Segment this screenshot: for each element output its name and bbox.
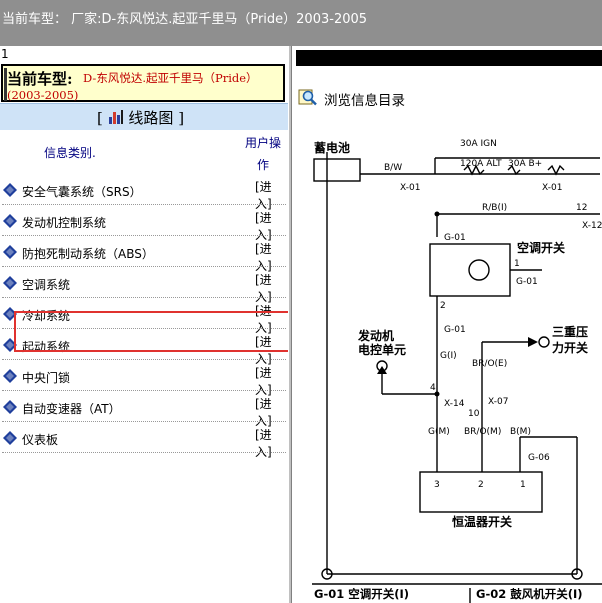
current-model-value: D-东风悦达.起亚千里马（Pride） — [83, 71, 258, 85]
diamond-bullet-icon — [3, 276, 17, 290]
row-divider — [2, 328, 286, 329]
label-wire-bm: B(M) — [510, 427, 531, 437]
label-conn-x14: X-14 — [444, 399, 465, 409]
label-ac-switch: 空调开关 — [517, 240, 565, 255]
row-divider — [2, 297, 286, 298]
system-name: 防抱死制动系统（ABS） — [22, 247, 154, 261]
label-pin-2b: 2 — [478, 480, 484, 490]
bracket-open: [ — [97, 109, 103, 127]
diamond-bullet-icon — [3, 338, 17, 352]
label-pin-4: 4 — [430, 383, 436, 393]
label-conn-g06: G-06 — [528, 453, 550, 463]
list-item[interactable]: 自动变速器（AT）[进入] — [0, 391, 288, 428]
box-marker — [4, 68, 7, 101]
list-item[interactable]: 安全气囊系统（SRS）[进入] — [0, 174, 288, 211]
title-bar: 当前车型： 厂家:D-东风悦达.起亚千里马（Pride）2003-2005 — [0, 0, 602, 46]
row-divider — [2, 266, 286, 267]
browse-search-icon — [298, 89, 317, 106]
label-pin-3: 3 — [434, 480, 440, 490]
row-divider — [2, 235, 286, 236]
label-ecu-2: 电控单元 — [358, 342, 406, 357]
left-pane[interactable]: 1 当前车型: D-东风悦达.起亚千里马（Pride） (2003-2005) … — [0, 46, 288, 603]
label-conn-g01b: G-01 — [516, 277, 538, 287]
label-thermostat: 恒温器开关 — [452, 514, 512, 529]
diamond-bullet-icon — [3, 183, 17, 197]
label-wire-gi: G(I) — [440, 351, 457, 361]
enter-link[interactable]: [进入] — [255, 428, 272, 459]
toolbar-strip — [296, 50, 602, 66]
system-name: 自动变速器（AT） — [22, 402, 121, 416]
row-divider — [2, 421, 286, 422]
system-name: 发动机控制系统 — [22, 216, 107, 230]
bracket-close: ] — [178, 109, 185, 127]
label-conn-x01b: X-01 — [542, 183, 562, 193]
list-item[interactable]: 防抱死制动系统（ABS）[进入] — [0, 236, 288, 273]
row-divider — [2, 452, 286, 453]
label-pin-1b: 1 — [520, 480, 526, 490]
label-conn-x07: X-07 — [488, 397, 508, 407]
bar-chart-icon — [108, 110, 123, 124]
current-model-label: 当前车型: — [7, 70, 73, 88]
label-conn-g01: G-01 — [444, 233, 466, 243]
list-item[interactable]: 发动机控制系统[进入] — [0, 205, 288, 242]
system-name: 安全气囊系统（SRS） — [22, 185, 142, 199]
label-pin-10: 10 — [468, 409, 480, 419]
section-header: [ 线路图 ] — [0, 103, 288, 130]
label-wire-brom: BR/O(M) — [464, 427, 501, 437]
label-ecu-1: 发动机 — [357, 328, 394, 343]
label-connector-1: G-01 空调开关(I) — [314, 587, 409, 601]
label-conn-x01: X-01 — [400, 183, 420, 193]
section-title: 线路图 — [128, 109, 174, 127]
wiring-diagram: 蓄电池 30A IGN 120A ALT 30A B+ B/W X-01 X-0… — [312, 139, 602, 603]
window-title: 当前车型： 厂家:D-东风悦达.起亚千里马（Pride）2003-2005 — [2, 12, 368, 27]
list-item[interactable]: 中央门锁[进入] — [0, 360, 288, 397]
system-name: 空调系统 — [22, 278, 71, 292]
diamond-bullet-icon — [3, 431, 17, 445]
label-pin-12: 12 — [576, 203, 587, 213]
browse-label: 浏览信息目录 — [324, 93, 405, 109]
diamond-bullet-icon — [3, 245, 17, 259]
system-name: 仪表板 — [22, 433, 59, 447]
label-triple-2: 力开关 — [552, 340, 588, 355]
row-divider — [2, 390, 286, 391]
highlight-box — [14, 311, 288, 352]
pane-splitter[interactable] — [288, 46, 292, 603]
label-battery: 蓄电池 — [314, 140, 350, 155]
system-name: 中央门锁 — [22, 371, 71, 385]
right-pane[interactable]: 浏览信息目录 — [292, 46, 602, 603]
list-item[interactable]: 空调系统[进入] — [0, 267, 288, 304]
list-item[interactable]: 仪表板 [进入] — [0, 422, 288, 459]
diamond-bullet-icon — [3, 214, 17, 228]
label-fuse-alt: 120A ALT — [460, 159, 502, 169]
row-divider — [2, 359, 286, 360]
label-wire-gm: G(M) — [428, 427, 450, 437]
column-header-category: 信息类别. — [44, 146, 96, 160]
label-conn-g01c: G-01 — [444, 325, 466, 335]
label-wire-bro: BR/O(E) — [472, 359, 507, 369]
label-triple-1: 三重压 — [552, 324, 588, 339]
label-pin-1: 1 — [514, 259, 520, 269]
label-fuse-ign: 30A IGN — [460, 139, 497, 149]
label-conn-x12: X-12 — [582, 221, 602, 231]
diamond-bullet-icon — [3, 369, 17, 383]
label-wire-rb: R/B(I) — [482, 203, 507, 213]
label-fuse-b: 30A B+ — [508, 159, 542, 169]
label-connector-2: G-02 鼓风机开关(I) — [476, 587, 583, 601]
diamond-bullet-icon — [3, 400, 17, 414]
row-divider — [2, 204, 286, 205]
label-wire-bw: B/W — [384, 163, 402, 173]
label-pin-2: 2 — [440, 301, 446, 311]
browse-directory[interactable]: 浏览信息目录 — [296, 82, 602, 112]
column-header-action: 用户操作 — [244, 136, 281, 172]
diamond-bullet-icon — [3, 307, 17, 321]
current-model-box: 当前车型: D-东风悦达.起亚千里马（Pride） (2003-2005) — [1, 64, 285, 102]
pane-number: 1 — [1, 47, 9, 61]
current-model-years: (2003-2005) — [7, 88, 79, 102]
